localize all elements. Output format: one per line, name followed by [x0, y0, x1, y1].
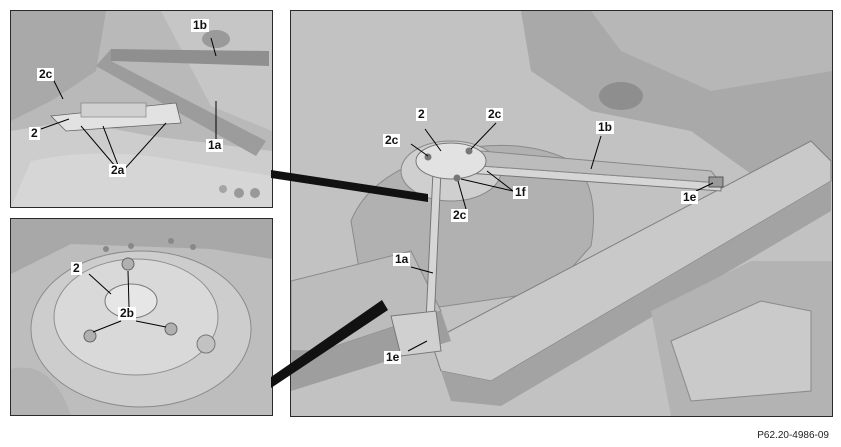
callout-2: 2 — [71, 261, 82, 275]
strut-dome-illustration — [11, 219, 272, 415]
callout-1e: 1e — [681, 190, 699, 204]
callout-1e: 1e — [384, 350, 402, 364]
callout-1a: 1a — [206, 138, 224, 152]
callout-1f: 1f — [513, 185, 528, 199]
callout-1b: 1b — [191, 18, 210, 32]
callout-2: 2 — [416, 107, 427, 121]
reference-code: P62.20-4986-09 — [757, 430, 829, 441]
callout-2: 2 — [29, 126, 40, 140]
callout-2c: 2c — [451, 208, 469, 222]
strut-mount-illustration — [11, 11, 272, 207]
front-end-structure-illustration — [291, 11, 832, 416]
callout-1a: 1a — [393, 252, 411, 266]
detail-panel-strut-dome: 2 2b — [10, 218, 273, 416]
callout-2a: 2a — [109, 163, 127, 177]
callout-1b: 1b — [596, 120, 615, 134]
overview-panel-front-end: 2 2c 2c 1b 1f 2c 1e 1a 1e — [290, 10, 833, 417]
callout-2c: 2c — [37, 67, 55, 81]
callout-2c: 2c — [383, 133, 401, 147]
callout-2c: 2c — [486, 107, 504, 121]
callout-2b: 2b — [118, 306, 137, 320]
detail-panel-strut-mount: 1b 2c 2 1a 2a — [10, 10, 273, 208]
